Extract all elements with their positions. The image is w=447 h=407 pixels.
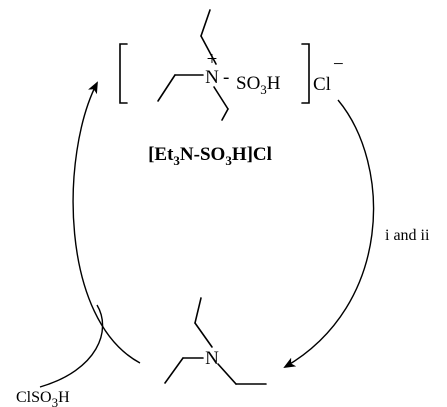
regeneration-arrow bbox=[72, 81, 141, 364]
reagent-feed-arrow bbox=[39, 304, 104, 388]
chloride-anion: Cl bbox=[313, 74, 331, 95]
n-s-bond-dash: - bbox=[223, 67, 229, 88]
chloride-negative-charge: − bbox=[333, 54, 344, 75]
right-bracket bbox=[301, 43, 310, 104]
catalyst-name: [Et3N-SO3H]Cl bbox=[148, 144, 272, 168]
reaction-conditions: i and ii bbox=[385, 227, 430, 244]
cation-nitrogen: N bbox=[205, 67, 219, 88]
cation-ethyl-bonds bbox=[157, 9, 229, 121]
cation-positive-charge: + bbox=[207, 49, 218, 70]
forward-arrow bbox=[283, 99, 375, 369]
reagent-chlorosulfonic-acid: ClSO3H bbox=[16, 389, 70, 407]
left-bracket bbox=[119, 43, 128, 104]
amine-nitrogen: N bbox=[205, 348, 219, 369]
sulfonic-acid-group: SO3H bbox=[236, 73, 281, 97]
triethylamine-bonds bbox=[164, 297, 267, 385]
